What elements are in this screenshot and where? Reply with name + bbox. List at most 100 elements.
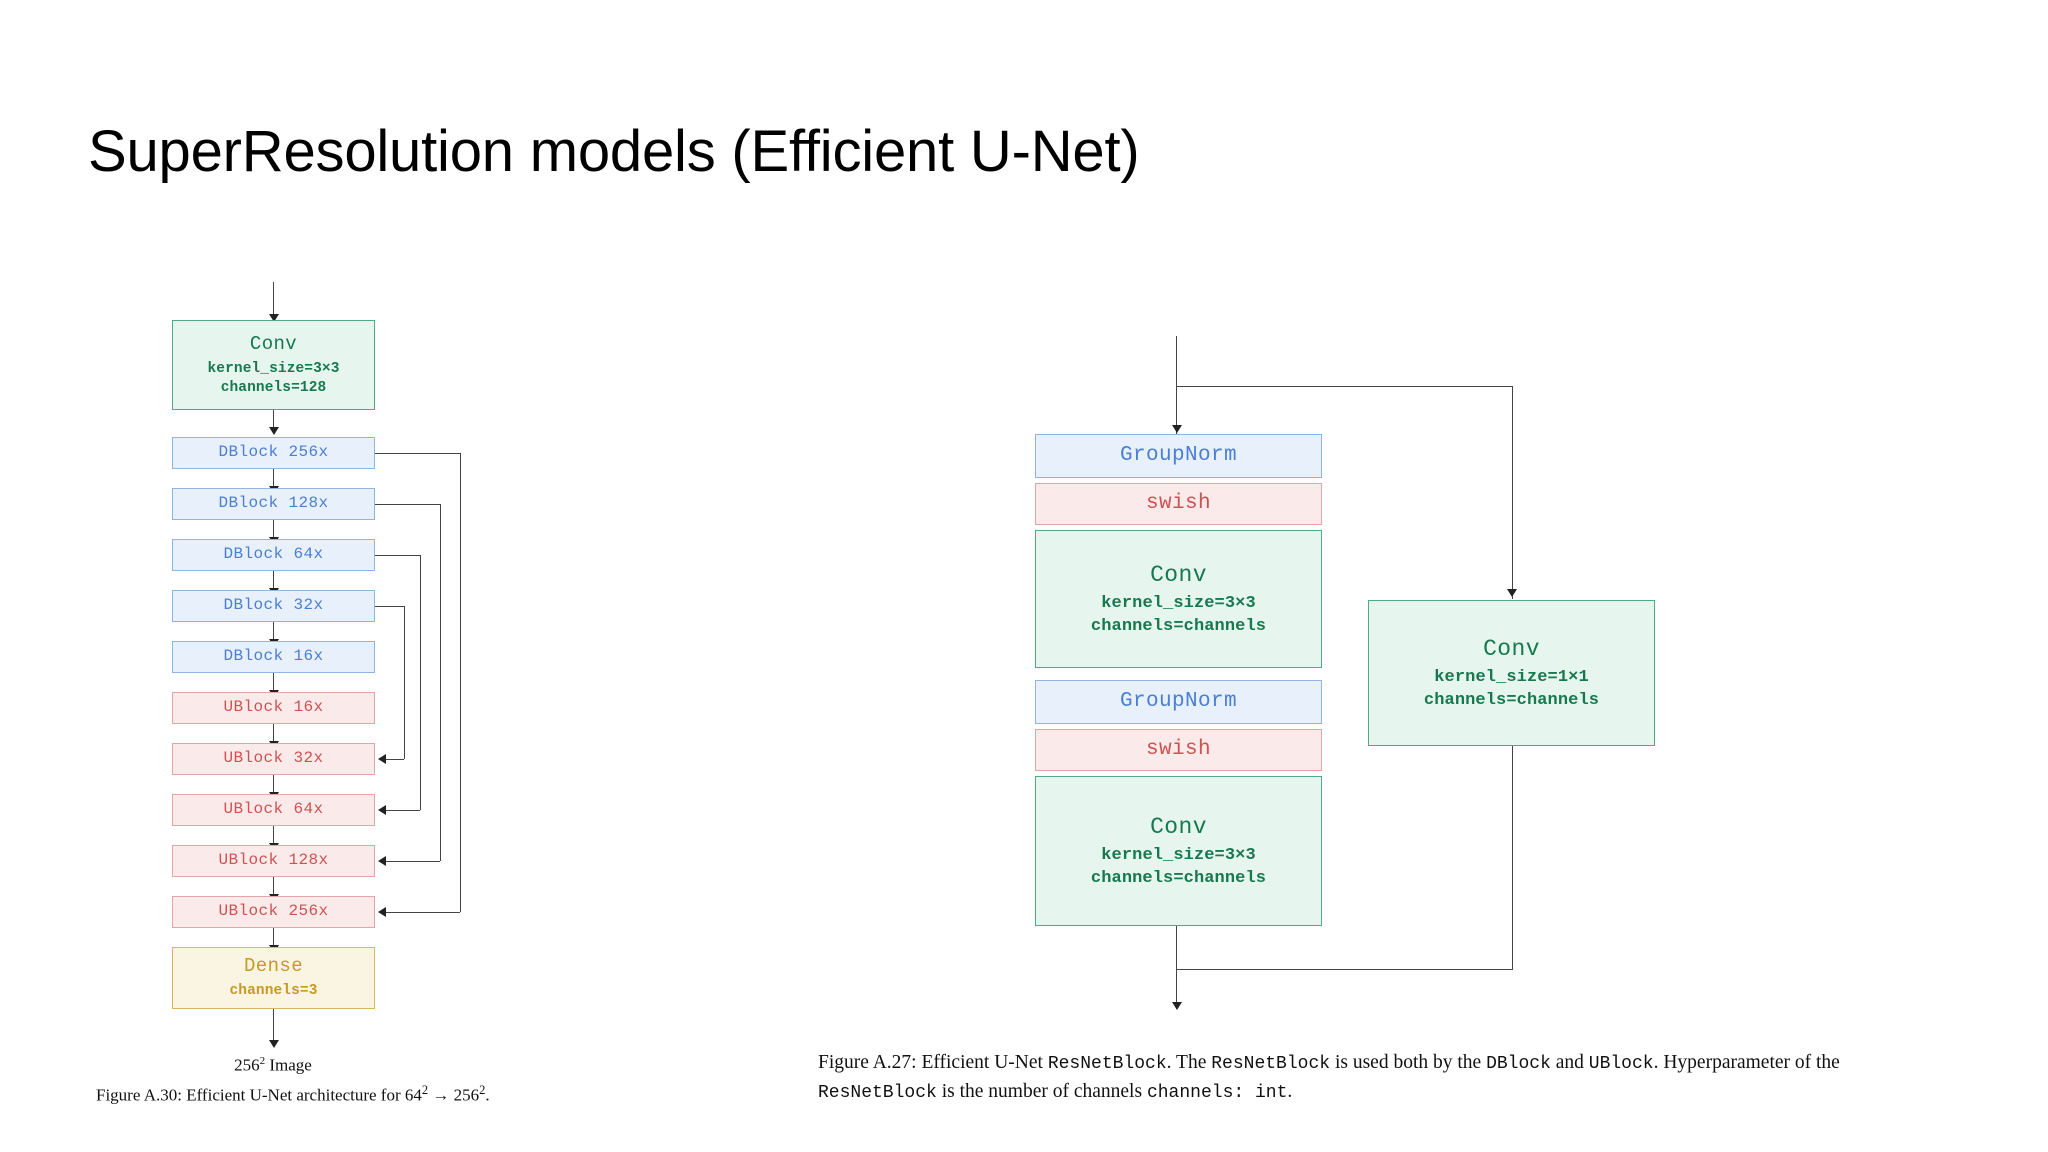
residual-branch-top	[1176, 386, 1513, 388]
left-block-dblock-32: DBlock 32x	[172, 590, 375, 622]
left-output-line	[273, 1009, 275, 1044]
left-connector-9	[273, 826, 275, 846]
left-connector-11	[273, 928, 275, 948]
skip-3-rail	[419, 555, 421, 810]
block-subtitle-2: channels=channels	[1090, 868, 1267, 888]
left-connector-3	[273, 520, 275, 540]
left-connector-2	[273, 469, 275, 489]
block-title: DBlock 64x	[223, 545, 324, 564]
skip-2-bottom	[386, 861, 440, 863]
residual-merge-main-down	[1176, 926, 1178, 1009]
caption-to-value: 256	[453, 1085, 480, 1105]
output-image-suffix: Image	[265, 1055, 312, 1075]
left-connector-5	[273, 622, 275, 642]
residual-branch-down	[1511, 386, 1513, 599]
residual-merge-skip-down	[1511, 746, 1513, 970]
left-block-dense-out: Dense channels=3	[172, 947, 375, 1009]
caption-part-4: and	[1550, 1052, 1589, 1073]
caption-part-7: .	[1287, 1080, 1293, 1102]
residual-branch-arrowhead	[1507, 589, 1517, 597]
block-title: UBlock 32x	[223, 749, 324, 768]
right-block-conv-2: Conv kernel_size=3×3 channels=channels	[1035, 776, 1322, 926]
left-block-dblock-128: DBlock 128x	[172, 488, 375, 520]
skip-1-arrowhead	[378, 907, 386, 917]
output-image-exponent: 2	[259, 1055, 266, 1067]
caption-mono-2: ResNetBlock	[1211, 1054, 1331, 1074]
skip-3-top	[375, 555, 421, 557]
output-image-value: 256	[234, 1055, 260, 1075]
block-subtitle-1: kernel_size=3×3	[207, 360, 340, 377]
caption-part-5: . Hyperparameter of the	[1653, 1052, 1840, 1073]
left-arrowhead-1	[268, 427, 279, 435]
residual-merge-join	[1176, 969, 1513, 971]
caption-arrow: →	[428, 1085, 454, 1105]
left-block-dblock-16: DBlock 16x	[172, 641, 375, 673]
left-output-arrowhead	[268, 1040, 279, 1048]
left-figure-caption: Figure A.30: Efficient U-Net architectur…	[96, 1082, 490, 1108]
skip-1-top	[375, 453, 461, 455]
right-block-conv-skip: Conv kernel_size=1×1 channels=channels	[1368, 600, 1655, 746]
caption-period: .	[485, 1085, 490, 1105]
block-subtitle-2: channels=channels	[1090, 616, 1267, 636]
left-block-ublock-16: UBlock 16x	[172, 692, 375, 724]
right-figure-caption: Figure A.27: Efficient U-Net ResNetBlock…	[818, 1049, 1888, 1106]
block-title: UBlock 16x	[223, 698, 324, 717]
left-block-dblock-64: DBlock 64x	[172, 539, 375, 571]
left-input-arrowhead	[268, 314, 279, 322]
right-block-conv-1: Conv kernel_size=3×3 channels=channels	[1035, 530, 1322, 668]
skip-2-rail	[439, 504, 441, 861]
left-block-dblock-256: DBlock 256x	[172, 437, 375, 469]
block-title: Conv	[1150, 561, 1207, 588]
left-block-ublock-32: UBlock 32x	[172, 743, 375, 775]
output-image-label: 2562 Image	[128, 1055, 418, 1076]
caption-part-3: is used both by the	[1330, 1052, 1487, 1073]
caption-mono-4: UBlock	[1588, 1054, 1654, 1074]
block-title: GroupNorm	[1119, 690, 1238, 714]
left-block-ublock-128: UBlock 128x	[172, 845, 375, 877]
caption-mono-1: ResNetBlock	[1047, 1054, 1167, 1074]
caption-mono-3: DBlock	[1486, 1054, 1551, 1074]
block-subtitle-1: kernel_size=3×3	[1101, 594, 1256, 614]
block-title: swish	[1145, 492, 1211, 516]
block-subtitle-1: channels=3	[229, 983, 318, 1000]
block-title: DBlock 16x	[223, 647, 324, 666]
block-title: DBlock 256x	[218, 443, 329, 462]
block-title: UBlock 64x	[223, 800, 324, 819]
skip-3-arrowhead	[378, 805, 386, 815]
left-connector-10	[273, 877, 275, 897]
block-subtitle-1: kernel_size=1×1	[1434, 668, 1589, 688]
left-block-conv-in: Conv kernel_size=3×3 channels=128	[172, 320, 375, 410]
block-title: DBlock 32x	[223, 596, 324, 615]
right-output-arrowhead	[1171, 1002, 1182, 1010]
block-title: DBlock 128x	[218, 494, 329, 513]
skip-4-rail	[403, 606, 405, 759]
caption-part-6: is the number of channels	[936, 1080, 1147, 1102]
block-title: Conv	[249, 332, 298, 355]
skip-1-rail	[459, 453, 461, 912]
block-title: Conv	[1150, 813, 1207, 840]
block-title: UBlock 128x	[218, 851, 329, 870]
skip-4-top	[375, 606, 405, 608]
skip-4-arrowhead	[378, 754, 386, 764]
skip-4-bottom	[386, 759, 404, 761]
left-block-ublock-256: UBlock 256x	[172, 896, 375, 928]
block-title: UBlock 256x	[218, 902, 329, 921]
page-title: SuperResolution models (Efficient U-Net)	[88, 119, 1140, 184]
caption-part-2: . The	[1166, 1052, 1212, 1073]
right-input-arrowhead	[1171, 425, 1182, 433]
caption-prefix: Figure A.30: Efficient U-Net architectur…	[96, 1085, 405, 1105]
caption-mono-6: channels: int	[1146, 1082, 1288, 1103]
left-connector-8	[273, 775, 275, 795]
block-title: Conv	[1483, 635, 1540, 662]
skip-2-arrowhead	[378, 856, 386, 866]
left-block-ublock-64: UBlock 64x	[172, 794, 375, 826]
caption-to-exponent: 2	[479, 1083, 486, 1097]
left-connector-7	[273, 724, 275, 744]
left-connector-4	[273, 571, 275, 591]
caption-from-exponent: 2	[421, 1083, 429, 1097]
left-input-line	[273, 282, 275, 318]
block-subtitle-2: channels=channels	[1423, 690, 1600, 710]
left-connector-6	[273, 673, 275, 693]
block-title: Dense	[243, 955, 303, 978]
